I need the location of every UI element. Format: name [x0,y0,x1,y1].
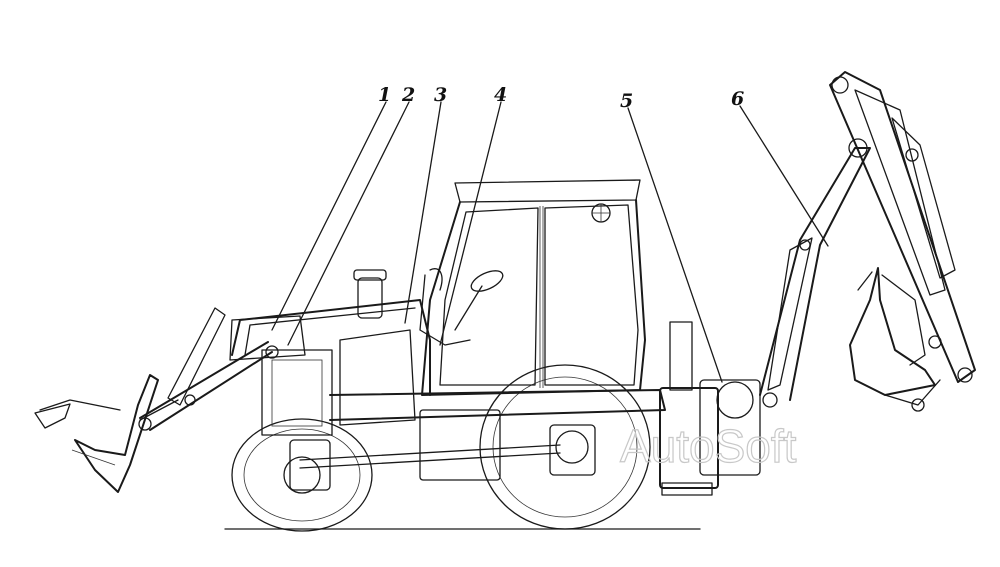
callout-1: 1 [378,84,391,106]
callout-3: 3 [434,84,447,106]
leader-line-5 [627,107,723,383]
callouts: 1 2 3 4 5 6 [378,84,744,112]
leader-line-3 [404,101,442,324]
leader-line-6 [739,105,829,247]
front-loader-arm [138,307,306,431]
steering-wheel [454,270,504,331]
callout-6: 6 [731,88,744,110]
callout-5: 5 [620,90,633,112]
leader-line-1 [271,101,387,331]
front-bucket [34,374,159,493]
callout-4: 4 [494,84,507,106]
operator-seat [419,268,471,346]
rear-wheel [479,364,651,530]
leader-lines [271,101,829,383]
backhoe-dipper-arm [829,71,976,383]
leader-line-2 [287,101,410,346]
leader-line-4 [439,101,502,346]
watermark: AutoSoft [620,420,797,472]
engine-hood [231,269,431,436]
rear-stabilizer [659,321,778,496]
front-wheel [231,418,373,532]
cab [421,179,646,396]
backhoe-bucket [849,267,942,412]
callout-2: 2 [401,84,415,106]
backhoe-boom [759,138,871,401]
chassis-frame [283,389,666,494]
